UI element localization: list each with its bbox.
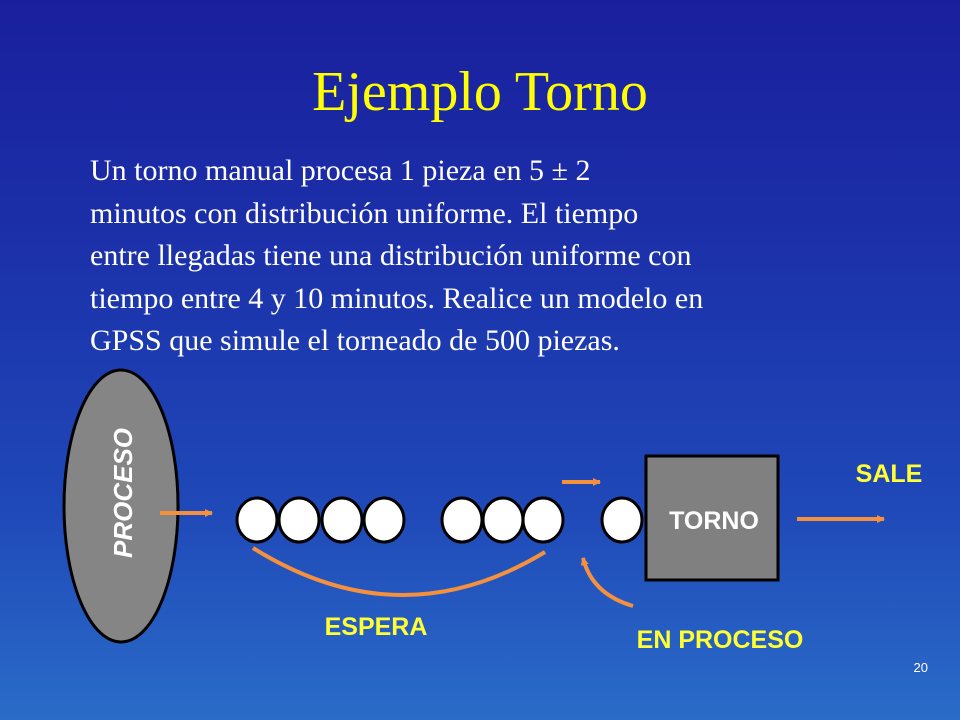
statement-line: Un torno manual procesa 1 pieza en 5 ± 2 [90,154,591,187]
in-process-entity [600,496,644,544]
in-process-pointer [580,557,634,608]
queue-entity [481,496,525,544]
statement-line: GPSS que simule el torneado de 500 pieza… [90,324,620,357]
queue-entity [235,496,279,544]
queue-group-1 [235,496,406,544]
queue-entity [521,496,565,544]
lathe-machine-node: TORNO [644,454,780,582]
slide-number: 20 [913,660,928,675]
source-process-node: PROCESO [62,368,180,644]
exit-label: SALE [856,460,923,488]
queue-entity [362,496,406,544]
statement-line: tiempo entre 4 y 10 minutos. Realice un … [90,281,704,315]
in-process-label: EN PROCESO [637,626,804,654]
source-label: PROCESO [108,428,138,558]
slide-title: Ejemplo Torno [312,61,648,123]
queue-entity [440,496,484,544]
queue-group-2 [440,496,565,544]
statement-line: entre llegadas tiene una distribución un… [90,239,692,272]
queue-entity [277,496,321,544]
waiting-label: ESPERA [325,613,428,641]
statement-line: minutos con distribución uniforme. El ti… [90,196,639,230]
queue-entity [320,496,364,544]
machine-label: TORNO [669,507,759,535]
waiting-bracket [251,546,547,597]
problem-statement: Un torno manual procesa 1 pieza en 5 ± 2… [90,150,870,363]
